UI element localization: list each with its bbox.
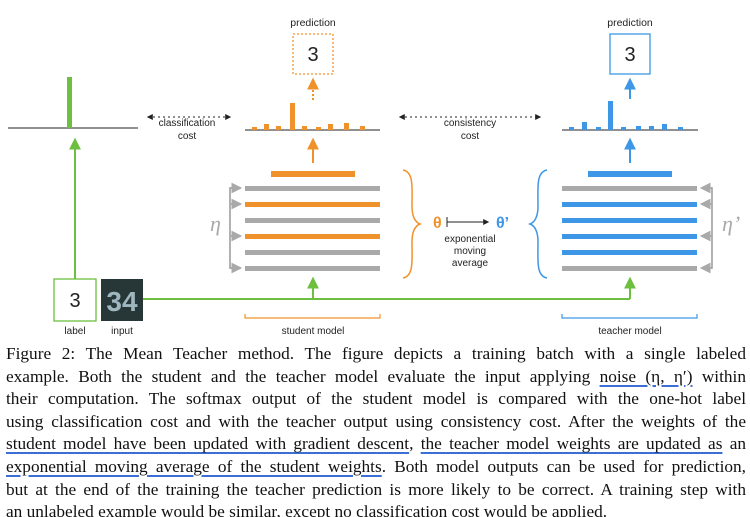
classification-cost: classification cost bbox=[146, 114, 232, 142]
teacher-weights-highlight: the teacher model weights are updated as bbox=[420, 434, 723, 454]
student-noise-symbol: η bbox=[210, 211, 221, 236]
caption-line-2: example. Both the student and the teache… bbox=[6, 366, 746, 386]
ema-label-line1: exponential bbox=[444, 234, 495, 245]
noise-highlight: noise (η, η′) bbox=[599, 366, 693, 386]
student-prediction-box bbox=[292, 33, 334, 75]
student-model-label: student model bbox=[282, 326, 345, 337]
teacher-model-label: teacher model bbox=[598, 326, 661, 337]
figure-caption: Figure 2: The Mean Teacher method. The f… bbox=[6, 343, 746, 517]
caption-line-6: exponential moving average of the studen… bbox=[6, 456, 747, 476]
caption-line-4: using classification cost and with the t… bbox=[6, 411, 746, 431]
classification-cost-label-line1: classification bbox=[159, 118, 216, 129]
consistency-cost: consistency cost bbox=[398, 114, 542, 142]
teacher-weights-brace bbox=[527, 169, 548, 279]
caption-line-7: but at the end of the training the teach… bbox=[6, 479, 746, 499]
teacher-prediction: prediction 3 bbox=[607, 17, 653, 99]
one-hot-label-histogram bbox=[8, 77, 138, 129]
input-digits: 34 bbox=[106, 286, 138, 317]
caption-line-3: their computation. The softmax output of… bbox=[6, 389, 746, 409]
ema-label-line3: average bbox=[452, 258, 489, 269]
student-prediction: prediction 3 bbox=[290, 17, 336, 100]
student-network: η bbox=[210, 171, 380, 274]
input-caption: input bbox=[111, 326, 133, 337]
input-image-group: 34 input bbox=[101, 279, 143, 337]
one-hot-bar bbox=[67, 77, 72, 128]
theta-prime-symbol: θ’ bbox=[496, 215, 509, 232]
classification-cost-label-line2: cost bbox=[178, 131, 197, 142]
label-value: 3 bbox=[69, 290, 80, 312]
ema-update: θ θ’ exponential moving average bbox=[433, 215, 509, 269]
teacher-prediction-value: 3 bbox=[624, 44, 635, 66]
theta-symbol: θ bbox=[433, 215, 442, 232]
consistency-cost-label-line2: cost bbox=[461, 131, 480, 142]
ema-label-line2: moving bbox=[454, 246, 486, 257]
gradient-descent-highlight: student model have been updated with gra… bbox=[6, 434, 410, 454]
student-output-histogram bbox=[245, 103, 380, 131]
teacher-network: η’ bbox=[562, 171, 740, 274]
teacher-prediction-label: prediction bbox=[607, 17, 653, 29]
caption-line-1: Figure 2: The Mean Teacher method. The f… bbox=[6, 344, 746, 363]
teacher-prediction-box bbox=[609, 33, 651, 75]
teacher-output-histogram bbox=[562, 101, 698, 131]
student-weights-brace bbox=[402, 169, 423, 279]
input-image bbox=[101, 279, 143, 321]
teacher-noise-symbol: η’ bbox=[722, 211, 740, 236]
label-box-group: 3 label bbox=[53, 278, 97, 337]
student-prediction-value: 3 bbox=[307, 44, 318, 66]
caption-line-5: student model have been updated with gra… bbox=[6, 434, 747, 454]
student-prediction-label: prediction bbox=[290, 17, 336, 29]
consistency-cost-label-line1: consistency bbox=[444, 118, 496, 129]
ema-highlight: exponential moving average of the studen… bbox=[6, 456, 382, 476]
caption-line-8: an unlabeled example would be similar, e… bbox=[6, 502, 608, 517]
label-caption: label bbox=[64, 326, 85, 337]
mean-teacher-diagram: classification cost prediction 3 cons bbox=[8, 17, 740, 337]
